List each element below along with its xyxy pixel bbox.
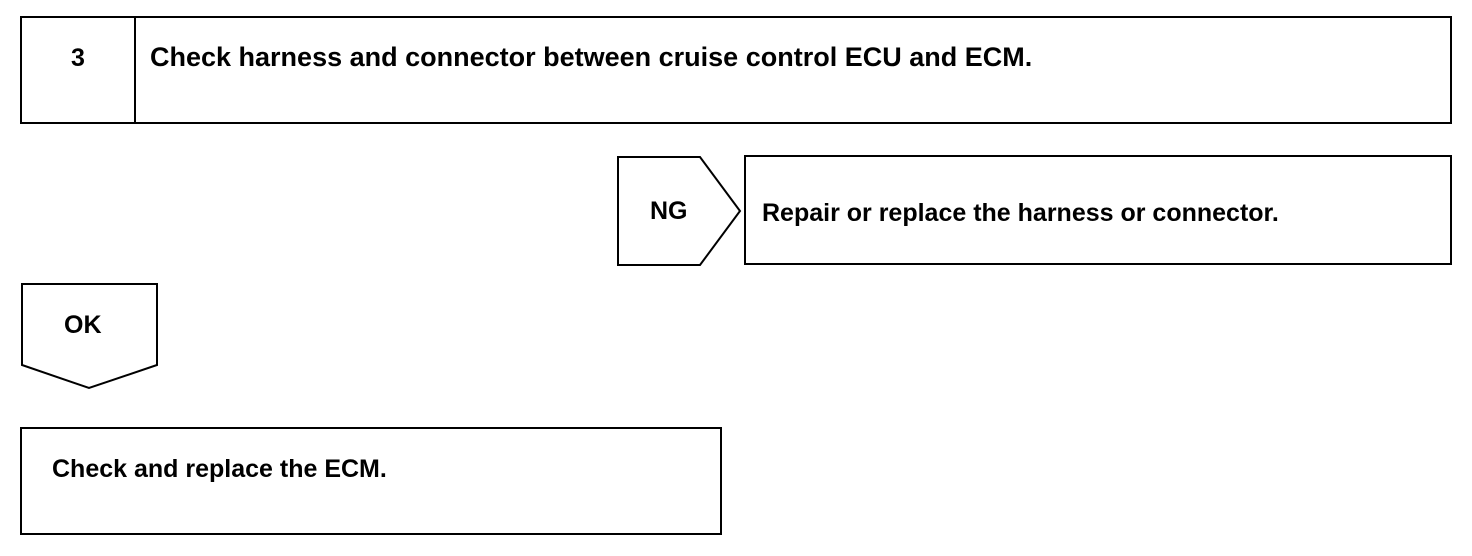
ng-label: NG — [650, 197, 688, 225]
ok-label: OK — [64, 311, 102, 339]
step-box: 3 Check harness and connector between cr… — [20, 16, 1452, 124]
ok-result-box: Check and replace the ECM. — [20, 427, 722, 535]
step-number: 3 — [22, 18, 136, 122]
ng-result-box: Repair or replace the harness or connect… — [744, 155, 1452, 265]
step-title: Check harness and connector between crui… — [150, 42, 1033, 72]
ok-result-text: Check and replace the ECM. — [52, 455, 387, 483]
ng-result-text: Repair or replace the harness or connect… — [762, 199, 1279, 227]
